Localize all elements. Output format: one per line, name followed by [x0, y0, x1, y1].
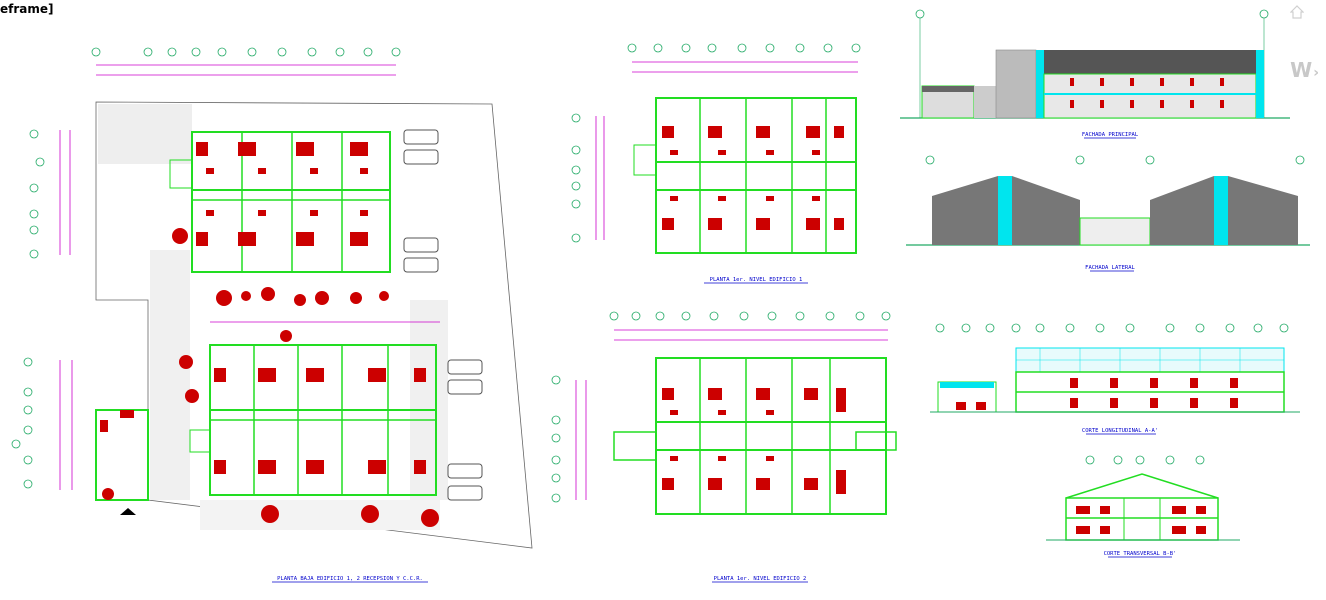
building-1-walls: [191, 131, 391, 273]
gravel-area: [98, 104, 192, 164]
corte-longitudinal-drawing: CORTE LONGITUDINAL A-A': [930, 323, 1300, 435]
planta-baja-title: PLANTA BAJA EDIFICIO 1, 2 RECEPSION Y C.…: [277, 576, 423, 582]
axis-markers: [11, 47, 401, 489]
home-icon[interactable]: [1290, 5, 1304, 19]
parking-cars: [403, 129, 483, 501]
furniture-beds: [196, 142, 368, 246]
planta-1er-nivel-2-title: PLANTA 1er. NIVEL EDIFICIO 2: [714, 576, 807, 582]
viewport-label: eframe]: [0, 2, 54, 16]
fachada-lateral-title: FACHADA LATERAL: [1085, 265, 1135, 271]
planta-1er-nivel-1-drawing: PLANTA 1er. NIVEL EDIFICIO 1: [571, 43, 861, 284]
stairs: [169, 159, 193, 189]
fachada-principal-drawing: FACHADA PRINCIPAL: [900, 9, 1290, 139]
gravel-area: [150, 250, 190, 500]
stairs: [189, 429, 211, 453]
watermark-logo: W›: [1290, 58, 1320, 82]
corte-transversal-title: CORTE TRANSVERSAL B-B': [1104, 551, 1177, 557]
fachada-principal-title: FACHADA PRINCIPAL: [1082, 132, 1139, 138]
corte-transversal-drawing: CORTE TRANSVERSAL B-B': [1046, 455, 1240, 558]
planta-baja-drawing: PLANTA BAJA EDIFICIO 1, 2 RECEPSION Y C.…: [11, 47, 533, 583]
fachada-lateral-drawing: FACHADA LATERAL: [906, 155, 1310, 272]
corte-longitudinal-title: CORTE LONGITUDINAL A-A': [1082, 428, 1158, 434]
gravel-area: [200, 500, 440, 530]
planta-1er-nivel-1-title: PLANTA 1er. NIVEL EDIFICIO 1: [710, 277, 803, 283]
trees: [102, 228, 439, 527]
planta-1er-nivel-2-drawing: PLANTA 1er. NIVEL EDIFICIO 2: [551, 311, 897, 583]
dimension-lines: [59, 64, 440, 490]
north-arrow-icon: [120, 508, 136, 515]
